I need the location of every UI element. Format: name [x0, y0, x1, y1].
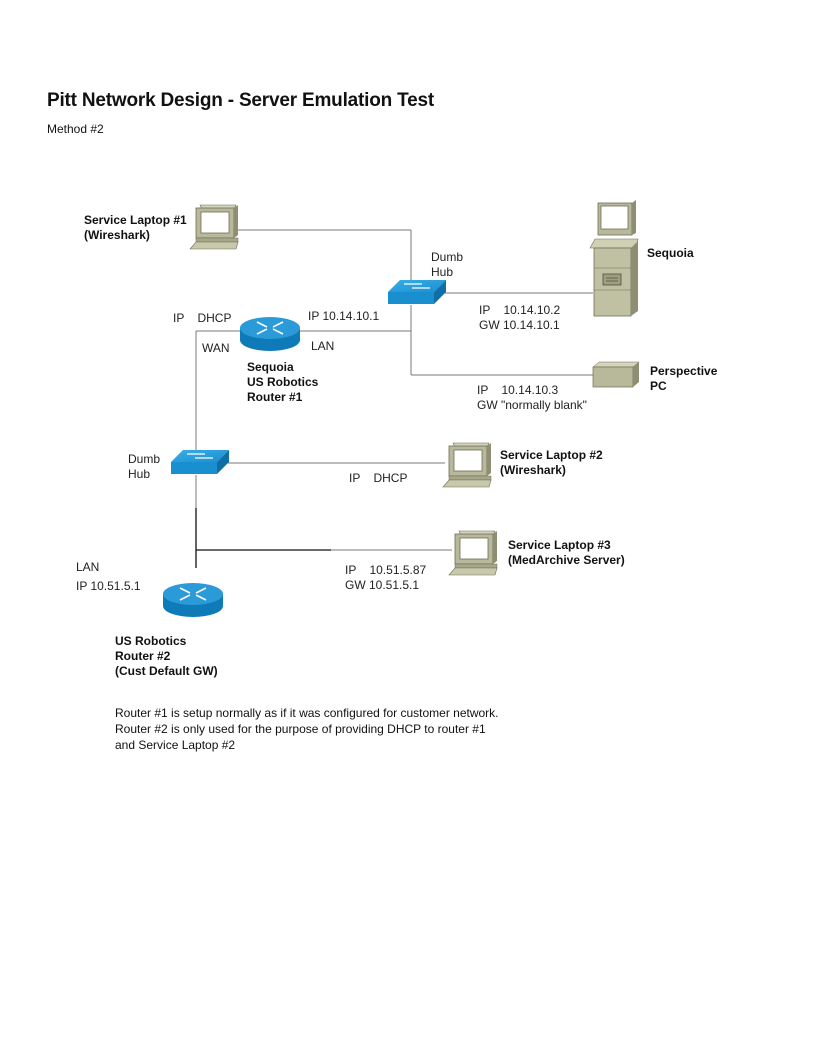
laptop3-gw: GW 10.51.5.1: [345, 578, 420, 592]
router1-label: Sequoia US Robotics Router #1: [247, 360, 319, 404]
sequoia-label: Sequoia: [647, 246, 694, 260]
hub1-label: Dumb Hub: [431, 250, 464, 279]
server-tower-icon: [589, 200, 639, 317]
laptop3-label: Service Laptop #3 (MedArchive Server): [508, 538, 625, 567]
perspective-gw: GW "normally blank": [477, 398, 587, 412]
desktop-pc-icon: [592, 361, 640, 388]
laptop-icon: [442, 442, 492, 488]
note-line: Router #1 is setup normally as if it was…: [115, 706, 499, 720]
router1-wan-label: WAN: [202, 341, 230, 355]
laptop1-label: Service Laptop #1 (Wireshark): [84, 213, 187, 242]
laptop2-label: Service Laptop #2 (Wireshark): [500, 448, 603, 477]
sequoia-gw: GW 10.14.10.1: [479, 318, 560, 332]
hub-icon: [171, 450, 229, 474]
note-line: and Service Laptop #2: [115, 738, 236, 752]
page-subtitle: Method #2: [47, 122, 104, 136]
router2-label: US Robotics Router #2 (Cust Default GW): [115, 634, 218, 678]
router1-wan-ip: IP DHCP: [173, 311, 232, 325]
router1-lan-label: LAN: [311, 339, 335, 353]
laptop2-ip: IP DHCP: [349, 471, 408, 485]
router1-lan-ip: IP 10.14.10.1: [308, 309, 380, 323]
note-line: Router #2 is only used for the purpose o…: [115, 722, 486, 736]
router2-lan-label: LAN: [76, 560, 100, 574]
hub2-label: Dumb Hub: [128, 452, 161, 481]
perspective-label: Perspective PC: [650, 364, 718, 393]
page-title: Pitt Network Design - Server Emulation T…: [47, 90, 434, 111]
laptop-icon: [189, 204, 239, 250]
hub-icon: [388, 280, 446, 304]
laptop3-ip: IP 10.51.5.87: [345, 563, 427, 577]
notes: Router #1 is setup normally as if it was…: [115, 705, 499, 753]
router-icon: [163, 583, 223, 617]
perspective-ip: IP 10.14.10.3: [477, 383, 559, 397]
laptop-icon: [448, 530, 498, 576]
sequoia-ip: IP 10.14.10.2: [479, 303, 561, 317]
router2-lan-ip: IP 10.51.5.1: [76, 579, 141, 593]
router-icon: [240, 317, 300, 351]
